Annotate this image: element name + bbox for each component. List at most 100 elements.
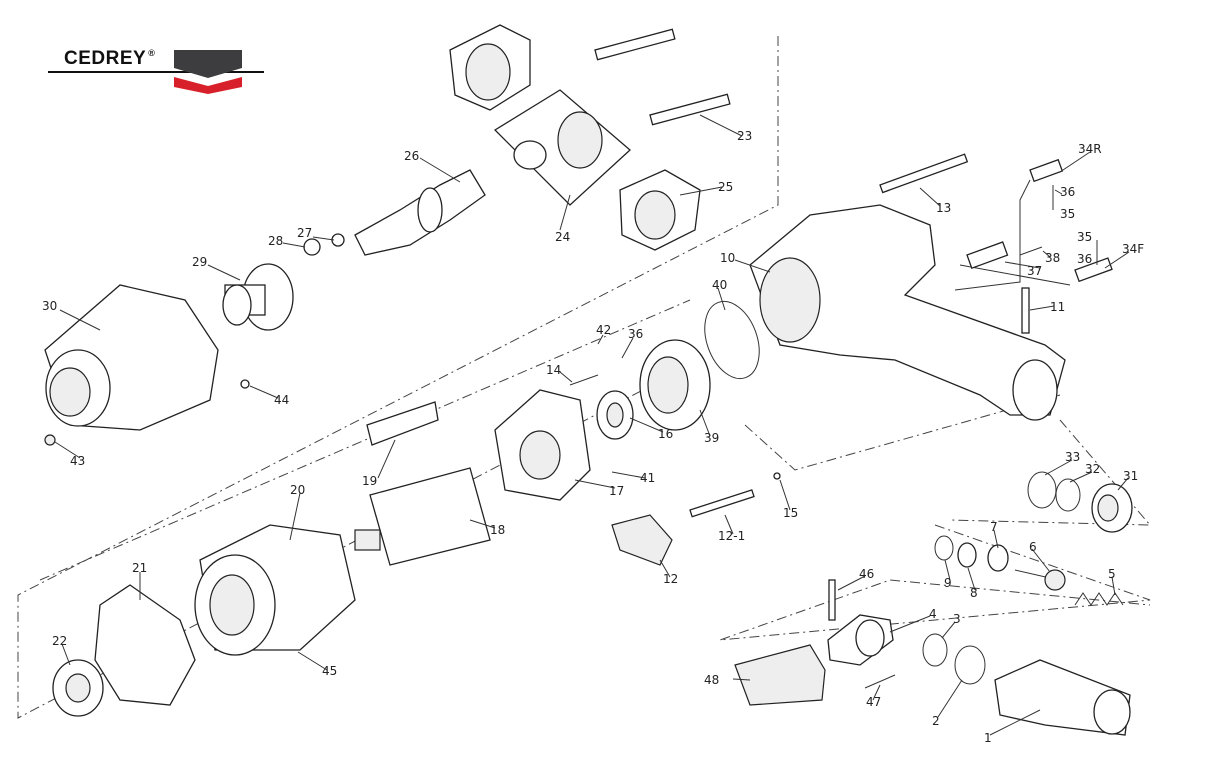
part-number-labels: 23 24 25 26 27 28 29 30 44 43 13 34R 36 … (42, 129, 1144, 745)
part-oring-40 (704, 300, 760, 380)
part-ring-3 (922, 633, 948, 667)
part-cylinder-17 (494, 389, 591, 501)
label-38: 38 (1045, 251, 1060, 265)
part-seal-7 (987, 544, 1009, 572)
part-exhaust-1 (994, 659, 1131, 736)
label-32: 32 (1085, 462, 1100, 476)
label-18: 18 (490, 523, 505, 537)
part-screw-44 (240, 379, 250, 389)
label-45: 45 (322, 664, 337, 678)
label-10: 10 (720, 251, 735, 265)
label-39: 39 (704, 431, 719, 445)
label-22: 22 (52, 634, 67, 648)
part-inlet-31 (1091, 483, 1133, 533)
part-rotor-18 (354, 467, 491, 566)
leader-lines (54, 114, 1130, 736)
part-hammer-cage-25 (619, 169, 701, 251)
label-34R: 34R (1078, 142, 1102, 156)
part-bearing-22 (52, 659, 104, 717)
part-plate-4 (827, 614, 894, 666)
label-20: 20 (290, 483, 305, 497)
label-37: 37 (1027, 264, 1042, 278)
label-21: 21 (132, 561, 147, 575)
part-pins-23 (594, 28, 731, 126)
label-30: 30 (42, 299, 57, 313)
part-pin-12-1 (689, 489, 755, 518)
label-1: 1 (984, 731, 992, 745)
part-screw-43 (44, 434, 56, 446)
part-ring-33 (1027, 471, 1057, 509)
label-44: 44 (274, 393, 289, 407)
part-block-37 (966, 241, 1009, 269)
label-16: 16 (658, 427, 673, 441)
part-ball-15 (773, 472, 781, 480)
part-screw-47 (864, 674, 896, 689)
part-ring-9 (934, 535, 954, 561)
part-anvil-26 (354, 169, 486, 256)
label-34F: 34F (1122, 242, 1144, 256)
label-13: 13 (936, 201, 951, 215)
part-hammer-frame-24 (493, 89, 631, 206)
part-pin-13 (879, 153, 969, 194)
label-8: 8 (970, 586, 978, 600)
part-ring-32 (1055, 478, 1081, 512)
part-pin-11 (1021, 287, 1030, 334)
part-valve-6 (1014, 569, 1066, 591)
label-11: 11 (1050, 300, 1065, 314)
label-29: 29 (192, 255, 207, 269)
logo-brand: CEDREY® (64, 48, 156, 69)
part-front-housing-30 (44, 284, 219, 431)
part-oring-28 (303, 238, 321, 256)
logo-chevron-icon (48, 50, 264, 94)
label-33: 33 (1065, 450, 1080, 464)
label-4: 4 (929, 607, 937, 621)
label-31: 31 (1123, 469, 1138, 483)
label-15: 15 (783, 506, 798, 520)
part-vane-19 (366, 401, 439, 446)
part-boot-21 (94, 584, 196, 706)
part-hammer-cage-top (449, 24, 531, 111)
part-housing-10 (749, 204, 1066, 421)
cedrey-logo: CEDREY® (48, 46, 268, 96)
label-9: 9 (944, 576, 952, 590)
label-36-b: 36 (1077, 252, 1092, 266)
label-42: 42 (596, 323, 611, 337)
label-25: 25 (718, 180, 733, 194)
label-14: 14 (546, 363, 561, 377)
label-12-1: 12-1 (718, 529, 745, 543)
part-motor-housing-20 (194, 524, 356, 656)
label-3: 3 (953, 612, 961, 626)
part-screw-14 (569, 374, 599, 386)
label-36-c: 36 (628, 327, 643, 341)
part-bearing-16 (596, 390, 634, 440)
part-muffler-48 (734, 644, 826, 706)
part-reverse-valve-34R (1029, 158, 1064, 210)
label-43: 43 (70, 454, 85, 468)
part-pin-46 (828, 579, 836, 621)
part-screw-38 (1019, 246, 1043, 256)
label-46: 46 (859, 567, 874, 581)
label-35-b: 35 (1077, 230, 1092, 244)
part-end-plate-39 (639, 339, 711, 431)
label-28: 28 (268, 234, 283, 248)
label-12: 12 (663, 572, 678, 586)
part-ring-2 (954, 645, 986, 685)
part-reverse-valve-34F (1074, 240, 1113, 283)
label-35-a: 35 (1060, 207, 1075, 221)
label-24: 24 (555, 230, 570, 244)
label-6: 6 (1029, 540, 1037, 554)
part-bushing-29 (222, 263, 294, 331)
label-36-a: 36 (1060, 185, 1075, 199)
part-trigger-12 (611, 514, 673, 566)
label-5: 5 (1108, 567, 1116, 581)
label-41: 41 (640, 471, 655, 485)
part-ring-8 (957, 542, 977, 568)
label-27: 27 (297, 226, 312, 240)
label-26: 26 (404, 149, 419, 163)
label-23: 23 (737, 129, 752, 143)
label-47: 47 (866, 695, 881, 709)
label-48: 48 (704, 673, 719, 687)
label-19: 19 (362, 474, 377, 488)
label-2: 2 (932, 714, 940, 728)
